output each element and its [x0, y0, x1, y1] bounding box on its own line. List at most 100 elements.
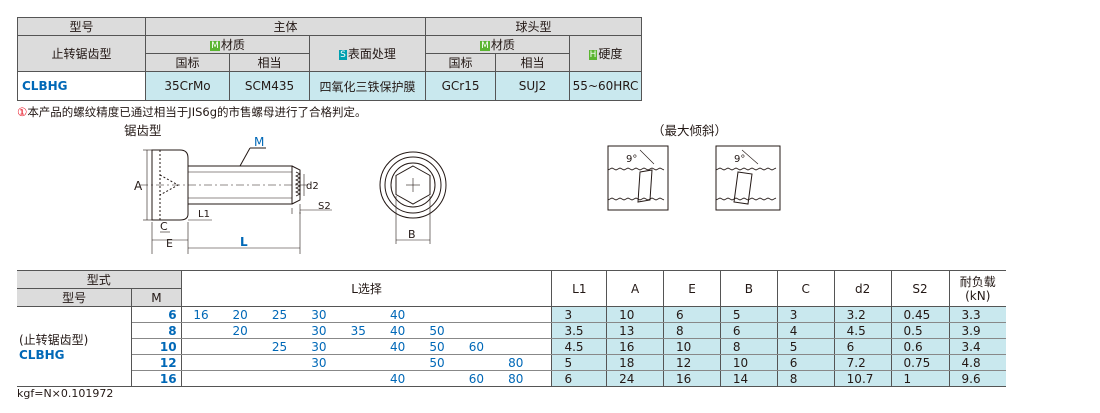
- l-option: 60: [456, 338, 497, 355]
- label-d2: d2: [306, 181, 319, 192]
- header-lselect: L选择: [181, 270, 553, 307]
- l-option: [496, 322, 536, 339]
- l-option: 30: [299, 306, 339, 323]
- l-option: [338, 338, 378, 355]
- l-option: [338, 370, 378, 387]
- label-l: L: [240, 235, 248, 249]
- l-option: [181, 354, 221, 371]
- tilt-view-2: [715, 145, 781, 211]
- d2-cell: 6: [834, 338, 892, 355]
- l-option: 80: [496, 370, 536, 387]
- l-option: [220, 370, 260, 387]
- l-option: 40: [377, 322, 418, 339]
- spec-eq-value: SCM435: [229, 71, 310, 101]
- l-option: 20: [220, 322, 260, 339]
- c-cell: 8: [777, 370, 835, 387]
- l-option: [220, 354, 260, 371]
- l-option: [259, 354, 300, 371]
- spacer: [535, 322, 553, 339]
- l-option: [220, 338, 260, 355]
- load-cell: 3.3: [949, 306, 1006, 323]
- s2-cell: 0.6: [891, 338, 950, 355]
- header-model: 型号: [17, 288, 133, 307]
- l-option: 35: [338, 322, 378, 339]
- label-a: A: [134, 179, 143, 193]
- l-option: 30: [299, 322, 339, 339]
- l-option: 30: [299, 354, 339, 371]
- d2-cell: 10.7: [834, 370, 892, 387]
- group-label: (止转锯齿型): [19, 333, 89, 347]
- hex-socket: [395, 165, 431, 205]
- load-cell: 3.9: [949, 322, 1006, 339]
- a-cell: 16: [606, 338, 665, 355]
- hardness-tag-icon: H: [588, 50, 598, 60]
- l-option: [496, 338, 536, 355]
- l-option: [338, 354, 378, 371]
- label-c: C: [160, 220, 168, 233]
- tilt-view-1: [607, 145, 669, 211]
- spec-surface-value: 四氧化三铁保护膜: [308, 71, 427, 101]
- l-option: 16: [181, 306, 221, 323]
- l-option: [181, 322, 221, 339]
- m-cell: 16: [131, 370, 182, 387]
- a-cell: 18: [606, 354, 665, 371]
- header-c: C: [777, 270, 835, 307]
- group-cell: (止转锯齿型)CLBHG: [17, 306, 133, 387]
- header-b: B: [720, 270, 778, 307]
- e-cell: 6: [663, 306, 721, 323]
- surface-label: 表面处理: [347, 47, 396, 61]
- spec-header-ball: 球头型: [425, 17, 643, 36]
- l-option: [417, 370, 457, 387]
- m-cell: 12: [131, 354, 182, 371]
- l-option: 20: [220, 306, 260, 323]
- l1-cell: 4.5: [551, 338, 608, 355]
- l-option: [456, 306, 497, 323]
- l-option: [417, 306, 457, 323]
- l-option: [377, 354, 418, 371]
- spec-model: CLBHG: [17, 71, 146, 101]
- s2-cell: 1: [891, 370, 950, 387]
- l-option: 80: [496, 354, 536, 371]
- load-unit: (kN): [965, 288, 991, 303]
- load-cell: 3.4: [949, 338, 1006, 355]
- m-cell: 8: [131, 322, 182, 339]
- c-cell: 3: [777, 306, 835, 323]
- label-s2: S2: [318, 201, 331, 212]
- l-option: 40: [377, 338, 418, 355]
- spec-header-body: 主体: [144, 17, 427, 36]
- c-cell: 4: [777, 322, 835, 339]
- header-type: 型式: [17, 270, 182, 289]
- header-e: E: [663, 270, 721, 307]
- surface-tag-icon: S: [339, 50, 347, 60]
- label-e: E: [166, 237, 173, 250]
- a-cell: 10: [606, 306, 665, 323]
- s2-cell: 0.75: [891, 354, 950, 371]
- label-angle-2: 9°: [734, 154, 745, 165]
- l-option: 50: [417, 338, 457, 355]
- b-cell: 14: [720, 370, 778, 387]
- group-model: CLBHG: [19, 348, 65, 362]
- header-a: A: [606, 270, 665, 307]
- spec-header-gb2: 国标: [425, 53, 497, 72]
- spec-hardness-value: 55~60HRC: [569, 71, 643, 101]
- l-option: 50: [417, 354, 457, 371]
- l-option: [456, 354, 497, 371]
- spacer: [535, 338, 553, 355]
- l1-cell: 3.5: [551, 322, 608, 339]
- l1-cell: 5: [551, 354, 608, 371]
- material-tag-icon: M: [210, 41, 220, 51]
- b-cell: 5: [720, 306, 778, 323]
- b-cell: 8: [720, 338, 778, 355]
- l-option: [181, 338, 221, 355]
- header-s2: S2: [891, 270, 950, 307]
- spec-header-model: 型号: [17, 17, 146, 36]
- l-option: 60: [456, 370, 497, 387]
- l-option: 25: [259, 306, 300, 323]
- header-m: M: [131, 288, 182, 307]
- a-cell: 13: [606, 322, 665, 339]
- e-cell: 8: [663, 322, 721, 339]
